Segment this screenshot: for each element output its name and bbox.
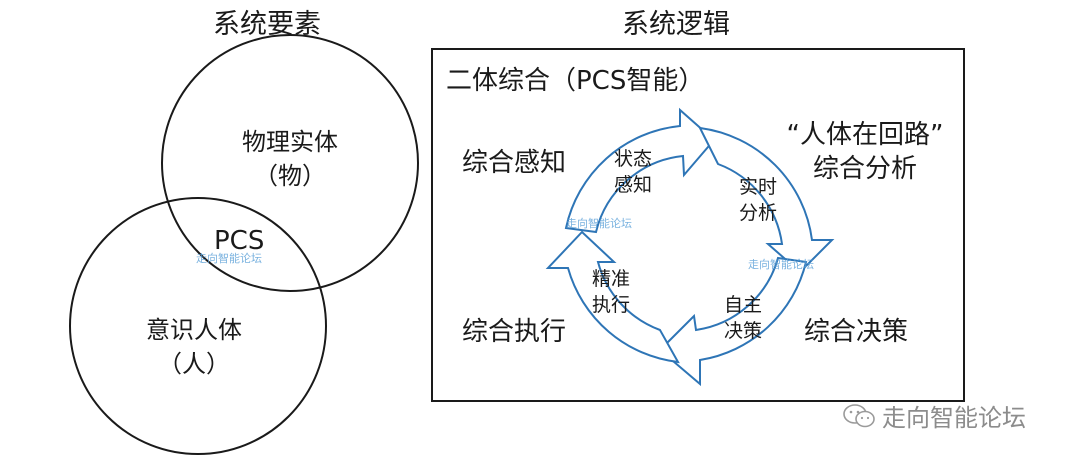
watermark-center: 走向智能论坛 [566,217,632,230]
cycle-sense-line2: 感知 [613,174,652,196]
human-body-line2: （人） [158,350,230,378]
cycle-analyze-line2: 分析 [738,202,777,224]
physical-entity-label: 物理实体 （物） [228,125,352,193]
physical-entity-line1: 物理实体 [242,128,338,156]
human-body-line1: 意识人体 [146,316,242,344]
corner-analysis-line1: “人体在回路” [786,120,944,150]
box-title: 二体综合（PCS智能） [446,66,705,96]
corner-execution: 综合执行 [462,317,567,347]
corner-analysis-line2: 综合分析 [812,154,917,184]
logic-title: 系统逻辑 [622,9,730,40]
cycle-execute-line1: 精准 [591,268,630,290]
cycle-sense-label: 状态 感知 [608,146,658,198]
cycle-analyze-label: 实时 分析 [733,174,783,226]
cycle-decide-line2: 决策 [723,320,762,342]
physical-entity-line2: （物） [254,162,326,190]
cycle-decide-line1: 自主 [723,294,762,316]
arrow-sense [564,107,716,234]
cycle-execute-line2: 执行 [591,294,630,316]
venn-circle-physical [161,34,419,292]
logic-box [431,48,965,402]
watermark-left: 走向智能论坛 [196,252,262,265]
pcs-overlap-label: PCS [214,226,265,256]
cycle-arrows [545,107,835,387]
corner-decision: 综合决策 [804,317,909,347]
corner-perception: 综合感知 [462,148,567,178]
corner-analysis: “人体在回路” 综合分析 [776,118,954,186]
watermark-right-small: 走向智能论坛 [748,258,814,271]
venn-circle-human [69,197,327,455]
wechat-icon [843,403,875,427]
arrow-execute [545,230,680,364]
elements-title: 系统要素 [213,9,321,40]
cycle-analyze-line1: 实时 [738,176,777,198]
corner-watermark: 走向智能论坛 [842,398,1026,433]
arrow-decide [658,256,808,387]
human-body-label: 意识人体 （人） [132,313,256,381]
arrow-analyze [698,126,835,274]
cycle-sense-line1: 状态 [613,148,652,170]
cycle-execute-label: 精准 执行 [586,266,636,318]
corner-watermark-text: 走向智能论坛 [882,404,1026,432]
cycle-decide-label: 自主 决策 [718,292,768,344]
